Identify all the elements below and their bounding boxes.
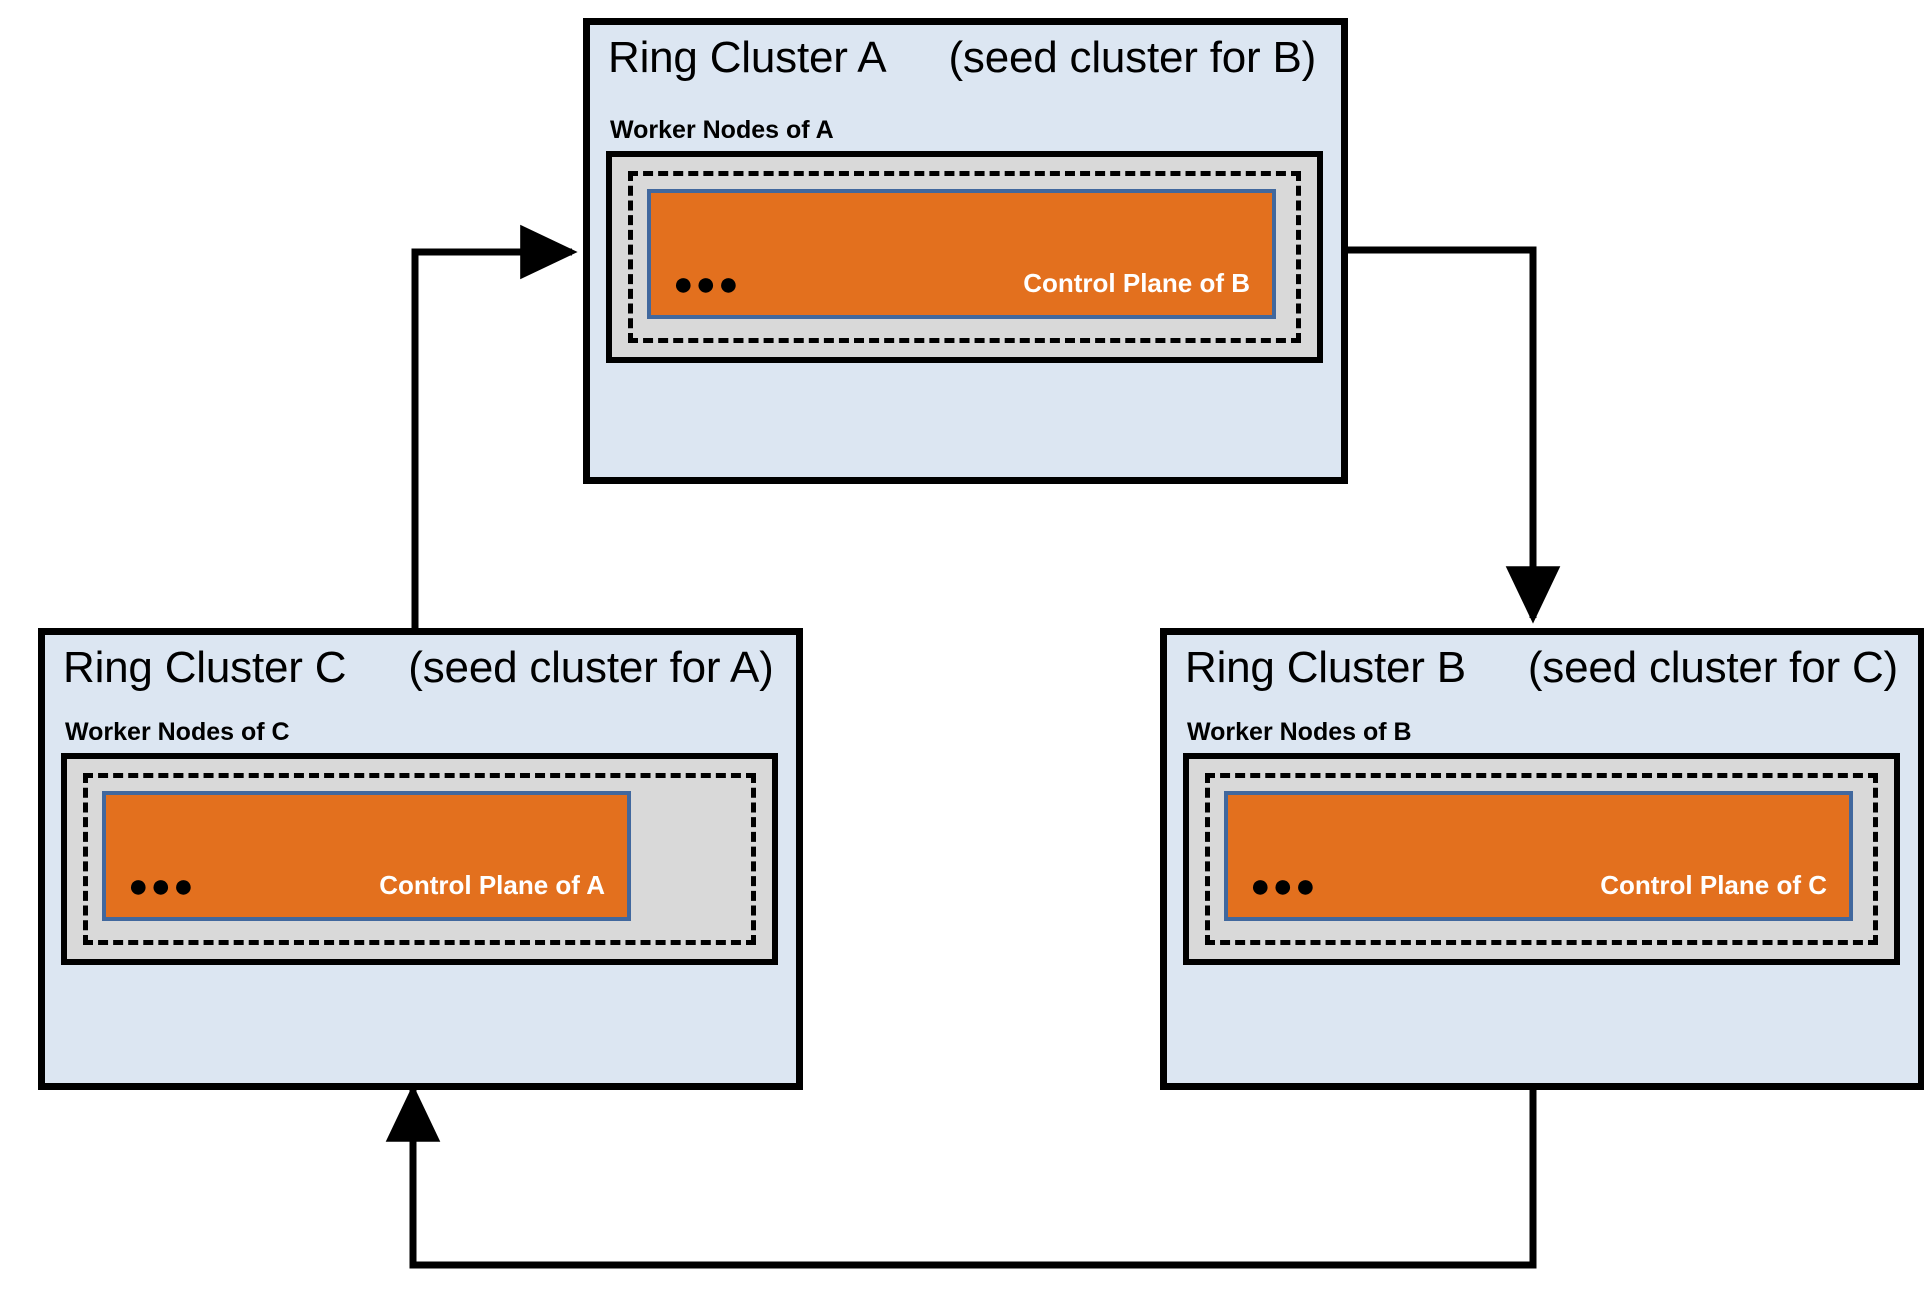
- control-plane-box-c[interactable]: ●●● Control Plane of A: [102, 791, 631, 921]
- worker-nodes-panel-b: ●●● Control Plane of C: [1183, 753, 1900, 965]
- worker-nodes-label-c: Worker Nodes of C: [65, 718, 290, 746]
- worker-nodes-label-a: Worker Nodes of A: [610, 116, 834, 144]
- cluster-box-a[interactable]: Ring Cluster A (seed cluster for B) Worke…: [583, 18, 1348, 484]
- worker-nodes-panel-a: ●●● Control Plane of B: [606, 151, 1323, 363]
- cluster-seed-note-b: (seed cluster for C): [1527, 643, 1898, 692]
- cluster-name-c: Ring Cluster C: [63, 643, 347, 692]
- cluster-seed-note-c: (seed cluster for A): [408, 643, 774, 692]
- worker-nodes-dashed-border-b: [1205, 773, 1878, 945]
- worker-nodes-dashed-border-c: [83, 773, 756, 945]
- control-plane-label-b: Control Plane of C: [1600, 870, 1827, 900]
- ellipsis-icon: ●●●: [1250, 867, 1318, 905]
- cluster-title-a: Ring Cluster A (seed cluster for B): [608, 33, 1316, 83]
- cluster-title-c: Ring Cluster C (seed cluster for A): [63, 643, 774, 693]
- connector-b-to-c: [385, 1077, 1537, 1269]
- control-plane-box-a[interactable]: ●●● Control Plane of B: [647, 189, 1276, 319]
- worker-nodes-label-b: Worker Nodes of B: [1187, 718, 1412, 746]
- cluster-name-b: Ring Cluster B: [1185, 643, 1466, 692]
- cluster-title-b: Ring Cluster B (seed cluster for C): [1185, 643, 1898, 693]
- ellipsis-icon: ●●●: [128, 867, 196, 905]
- connector-c-to-a: [411, 224, 578, 628]
- cluster-box-b[interactable]: Ring Cluster B (seed cluster for C) Worke…: [1160, 628, 1924, 1090]
- ellipsis-icon: ●●●: [673, 265, 741, 303]
- connector-a-to-b: [1348, 246, 1561, 624]
- worker-nodes-panel-c: ●●● Control Plane of A: [61, 753, 778, 965]
- cluster-box-c[interactable]: Ring Cluster C (seed cluster for A) Worke…: [38, 628, 803, 1090]
- cluster-seed-note-a: (seed cluster for B): [948, 33, 1317, 82]
- control-plane-label-a: Control Plane of B: [1023, 268, 1250, 298]
- control-plane-box-b[interactable]: ●●● Control Plane of C: [1224, 791, 1853, 921]
- worker-nodes-dashed-border-a: [628, 171, 1301, 343]
- control-plane-label-c: Control Plane of A: [379, 870, 605, 900]
- cluster-name-a: Ring Cluster A: [608, 33, 887, 82]
